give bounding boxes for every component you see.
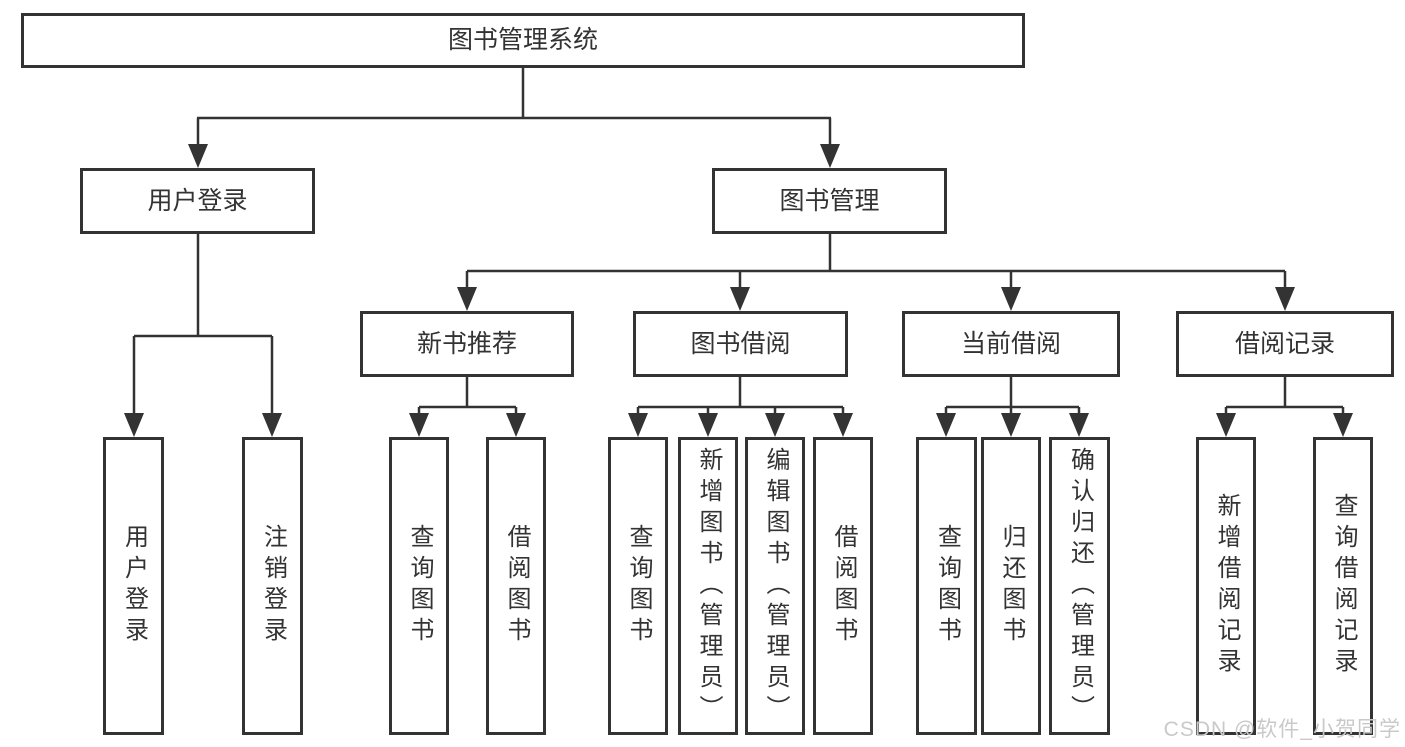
leaf-label: 借阅图书 — [830, 524, 857, 648]
leaf-query-books-current: 查询图书 — [916, 437, 977, 735]
leaf-add-borrow-record: 新增借阅记录 — [1196, 437, 1256, 735]
leaf-label: 查询图书 — [625, 524, 652, 648]
node-root-label: 图书管理系统 — [447, 26, 598, 54]
csdn-watermark: CSDN @软件_小贺同学 — [1163, 718, 1401, 741]
node-user-login: 用户登录 — [80, 168, 315, 234]
node-label: 当前借阅 — [960, 329, 1061, 358]
leaf-query-books-recommend: 查询图书 — [389, 437, 449, 735]
node-label: 新书推荐 — [416, 329, 517, 358]
node-label: 图书借阅 — [690, 329, 791, 358]
node-book-borrowing: 图书借阅 — [633, 311, 848, 377]
node-borrowing-records: 借阅记录 — [1176, 311, 1394, 377]
leaf-return-books: 归还图书 — [981, 437, 1041, 735]
leaf-confirm-return-admin: 确认归还（管理员） — [1049, 437, 1110, 735]
leaf-add-books-admin: 新增图书（管理员） — [678, 437, 738, 735]
node-label: 图书管理 — [779, 186, 880, 215]
leaf-label: 查询图书 — [406, 524, 433, 648]
leaf-label: 编辑图书（管理员） — [762, 446, 789, 726]
leaf-label: 新增借阅记录 — [1213, 493, 1240, 679]
leaf-label: 确认归还（管理员） — [1066, 446, 1094, 726]
leaf-borrow-books: 借阅图书 — [813, 437, 873, 735]
node-label: 借阅记录 — [1234, 329, 1335, 358]
leaf-label: 新增图书（管理员） — [695, 446, 722, 726]
leaf-label: 查询图书 — [933, 524, 961, 648]
leaf-label: 借阅图书 — [503, 524, 530, 648]
leaf-borrow-books-recommend: 借阅图书 — [486, 437, 546, 735]
leaf-edit-books-admin: 编辑图书（管理员） — [745, 437, 805, 735]
node-new-book-recommendation: 新书推荐 — [360, 311, 574, 377]
leaf-logout: 注销登录 — [242, 437, 303, 735]
leaf-label: 用户登录 — [120, 524, 148, 648]
leaf-label: 注销登录 — [259, 524, 287, 648]
leaf-query-books-borrow: 查询图书 — [608, 437, 668, 735]
leaf-query-borrow-record: 查询借阅记录 — [1313, 437, 1373, 735]
node-label: 用户登录 — [147, 186, 248, 215]
node-book-management: 图书管理 — [712, 168, 947, 234]
leaf-user-login: 用户登录 — [103, 437, 164, 735]
node-root-system: 图书管理系统 — [21, 13, 1025, 68]
leaf-label: 归还图书 — [998, 524, 1025, 648]
node-current-borrowing: 当前借阅 — [902, 311, 1120, 377]
leaf-label: 查询借阅记录 — [1330, 493, 1357, 679]
